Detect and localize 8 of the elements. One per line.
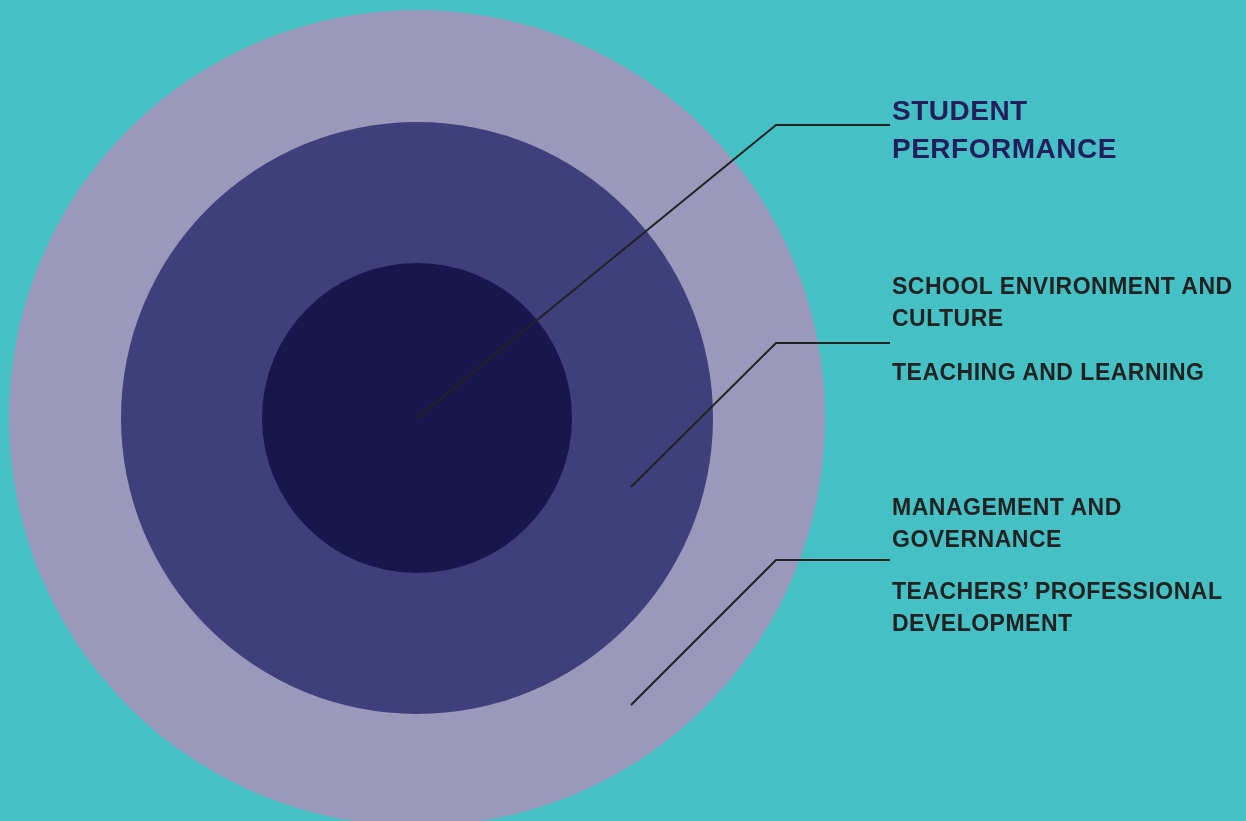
label-text: TEACHING AND LEARNING bbox=[892, 358, 1206, 387]
label-text: TEACHERS’ PROFESSIONAL DEVELOPMENT bbox=[892, 577, 1224, 638]
leader-line bbox=[630, 342, 891, 488]
label-text: SCHOOL ENVIRONMENT AND CULTURE bbox=[892, 272, 1234, 333]
leader-line bbox=[416, 124, 891, 419]
label-text: MANAGEMENT AND GOVERNANCE bbox=[892, 493, 1123, 554]
heading-text: STUDENT PERFORMANCE bbox=[892, 92, 1232, 168]
leader-line bbox=[630, 559, 891, 706]
